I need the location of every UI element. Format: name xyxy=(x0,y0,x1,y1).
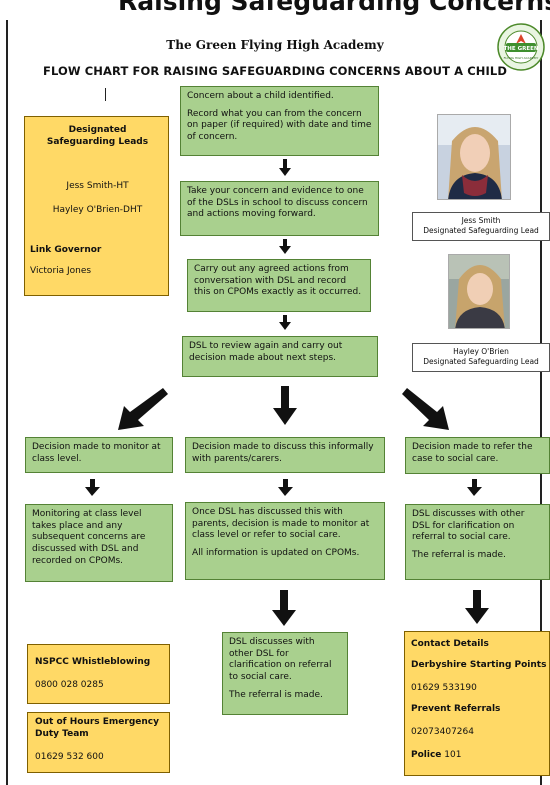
police-label: Police xyxy=(411,750,442,760)
governor-name: Victoria Jones xyxy=(30,266,92,276)
staff-caption-1: Jess Smith Designated Safeguarding Lead xyxy=(412,212,550,241)
staff-role-1: Designated Safeguarding Lead xyxy=(423,226,539,236)
arrow-to-left-branch xyxy=(118,388,168,430)
dsl-heading: Designated Safeguarding Leads xyxy=(46,125,149,148)
prevent-heading: Prevent Referrals xyxy=(411,704,501,714)
ooh-heading: Out of Hours Emergency Duty Team xyxy=(35,717,160,739)
mid-final-box: DSL discusses with other DSL for clarifi… xyxy=(222,632,348,715)
staff-name-1: Jess Smith xyxy=(461,216,501,225)
step-3-box: Carry out any agreed actions from conver… xyxy=(187,259,371,312)
svg-text:FLYING HIGH ACADEMY: FLYING HIGH ACADEMY xyxy=(504,56,539,60)
chart-title: FLOW CHART FOR RAISING SAFEGUARDING CONC… xyxy=(43,64,507,78)
arrow-mid-final xyxy=(272,590,296,626)
nspcc-number: 0800 028 0285 xyxy=(35,680,104,690)
arrow-step3-step4 xyxy=(279,315,291,330)
arrow-right-detail xyxy=(467,479,482,496)
right-decision-box: Decision made to refer the case to socia… xyxy=(405,437,550,474)
staff-caption-2: Hayley O'Brien Designated Safeguarding L… xyxy=(412,343,550,372)
step-1-box: Concern about a child identified. Record… xyxy=(180,86,379,156)
dsl-info-box: Designated Safeguarding Leads Jess Smith… xyxy=(24,116,169,296)
police-number: 101 xyxy=(444,750,462,760)
staff-name-2: Hayley O'Brien xyxy=(453,347,509,356)
derbyshire-heading: Derbyshire Starting Points xyxy=(411,660,547,670)
margin-mark xyxy=(105,88,106,101)
page-frame xyxy=(6,20,542,785)
staff-photo-2 xyxy=(448,254,510,329)
arrow-mid-detail xyxy=(278,479,293,496)
police-line: Police 101 xyxy=(411,750,461,762)
staff-photo-1 xyxy=(437,114,511,200)
staff-role-2: Designated Safeguarding Lead xyxy=(423,357,539,367)
ooh-number: 01629 532 600 xyxy=(35,752,104,762)
school-logo: THE GREEN FLYING HIGH ACADEMY xyxy=(497,23,545,71)
mid-detail-box: Once DSL has discussed this with parents… xyxy=(185,502,385,580)
mid-decision-box: Decision made to discuss this informally… xyxy=(185,437,385,473)
arrow-step2-step3 xyxy=(279,239,291,254)
nspcc-box: NSPCC Whistleblowing 0800 028 0285 xyxy=(27,644,170,704)
prevent-number: 02073407264 xyxy=(411,727,474,737)
step-2-box: Take your concern and evidence to one of… xyxy=(180,181,379,236)
arrow-right-contacts xyxy=(465,590,489,624)
nspcc-heading: NSPCC Whistleblowing xyxy=(35,657,151,667)
cropped-page-heading: Raising Safeguarding Concerns xyxy=(0,0,550,20)
arrow-step1-step2 xyxy=(279,159,291,176)
contact-details-heading: Contact Details xyxy=(411,639,489,649)
arrow-to-right-branch xyxy=(402,388,449,430)
left-detail-box: Monitoring at class level takes place an… xyxy=(25,504,173,582)
arrow-left-detail xyxy=(85,479,100,496)
arrow-to-mid-branch xyxy=(273,386,297,425)
out-of-hours-box: Out of Hours Emergency Duty Team 01629 5… xyxy=(27,712,170,773)
right-detail-box: DSL discusses with other DSL for clarifi… xyxy=(405,504,550,580)
contact-details-box: Contact Details Derbyshire Starting Poin… xyxy=(404,631,550,776)
governor-heading: Link Governor xyxy=(30,245,102,255)
step-4-box: DSL to review again and carry out decisi… xyxy=(182,336,378,377)
dsl-lead-1: Jess Smith-HT xyxy=(66,181,129,191)
school-name: The Green Flying High Academy xyxy=(166,38,384,52)
left-decision-box: Decision made to monitor at class level. xyxy=(25,437,173,473)
dsl-lead-2: Hayley O'Brien-DHT xyxy=(52,205,143,215)
derbyshire-number: 01629 533190 xyxy=(411,683,477,693)
svg-text:THE GREEN: THE GREEN xyxy=(504,46,539,52)
